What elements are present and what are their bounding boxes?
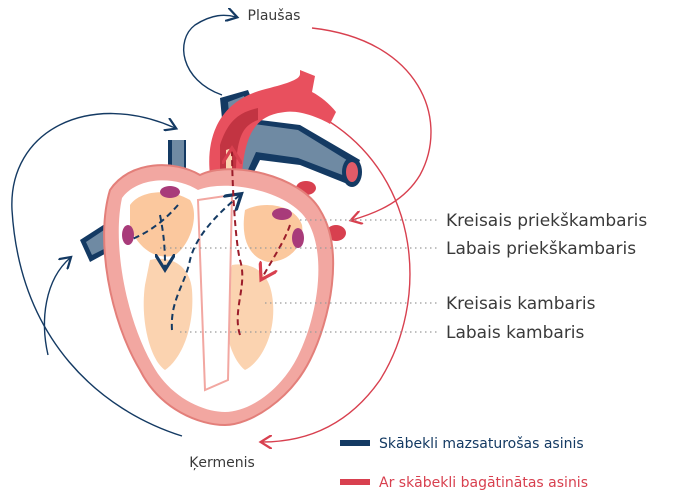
label-right-ventricle: Labais kambaris bbox=[446, 323, 585, 343]
legend-label-oxygenated: Ar skābekli bagātinātas asinis bbox=[379, 475, 588, 491]
heart-body bbox=[104, 165, 333, 425]
label-right-atrium: Labais priekškambaris bbox=[446, 239, 636, 259]
body-to-heart-lower-arrow bbox=[44, 258, 70, 355]
label-lungs: Plaušas bbox=[248, 8, 301, 24]
label-body: Ķermenis bbox=[189, 455, 255, 471]
legend-swatch-deoxygenated bbox=[340, 440, 370, 446]
lungs-return-arrow bbox=[184, 15, 236, 95]
label-left-atrium: Kreisais priekškambaris bbox=[446, 211, 647, 231]
legend: Skābekli mazsaturošas asinis Ar skābekli… bbox=[340, 436, 588, 491]
legend-label-deoxygenated: Skābekli mazsaturošas asinis bbox=[379, 436, 584, 452]
label-left-ventricle: Kreisais kambaris bbox=[446, 294, 596, 314]
lungs-to-left-atrium-arrow bbox=[312, 28, 431, 220]
septum bbox=[198, 195, 232, 390]
legend-swatch-oxygenated bbox=[340, 479, 370, 485]
